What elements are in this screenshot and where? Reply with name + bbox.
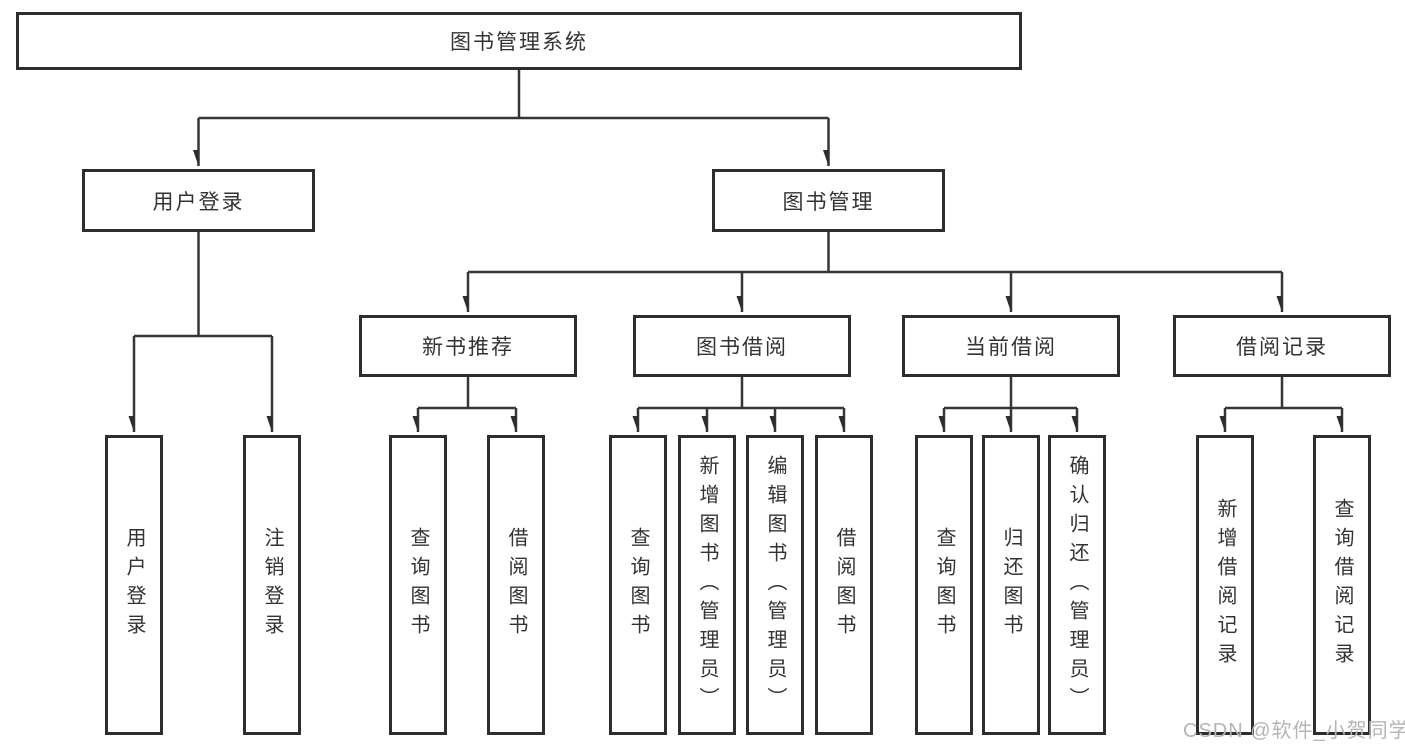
leaf-user-login: 用户登录 bbox=[105, 435, 163, 735]
connector-book-management-to-level3 bbox=[468, 232, 1284, 312]
leaf-borrowing-borrow-books: 借阅图书 bbox=[815, 435, 873, 735]
node-current-borrowing: 当前借阅 bbox=[902, 315, 1120, 377]
node-user-login: 用户登录 bbox=[82, 169, 315, 232]
connector-user-login-to-leaves bbox=[134, 232, 274, 432]
connector-borrowing-records-to-leaves bbox=[1225, 377, 1344, 432]
leaf-recommend-borrow-books: 借阅图书 bbox=[487, 435, 545, 735]
node-book-borrowing: 图书借阅 bbox=[633, 315, 851, 377]
leaf-borrowing-query-books: 查询图书 bbox=[609, 435, 667, 735]
connector-new-book-recommend-to-leaves bbox=[418, 377, 518, 432]
csdn-watermark: CSDN @软件_小贺同学 bbox=[1183, 720, 1405, 742]
leaf-current-query-books: 查询图书 bbox=[915, 435, 973, 735]
connector-book-borrowing-to-leaves bbox=[638, 377, 846, 432]
node-library-management-system: 图书管理系统 bbox=[16, 12, 1022, 70]
connector-current-borrowing-to-leaves bbox=[944, 377, 1079, 432]
leaf-add-book-admin: 新增图书（管理员） bbox=[678, 435, 736, 735]
leaf-add-borrow-record: 新增借阅记录 bbox=[1196, 435, 1254, 735]
node-book-management: 图书管理 bbox=[712, 169, 945, 232]
leaf-edit-book-admin: 编辑图书（管理员） bbox=[746, 435, 804, 735]
node-borrowing-records: 借阅记录 bbox=[1173, 315, 1391, 377]
leaf-logout-login: 注销登录 bbox=[243, 435, 301, 735]
node-new-book-recommend: 新书推荐 bbox=[359, 315, 577, 377]
leaf-query-borrow-record: 查询借阅记录 bbox=[1313, 435, 1371, 735]
leaf-return-book: 归还图书 bbox=[982, 435, 1040, 735]
leaf-recommend-query-books: 查询图书 bbox=[389, 435, 447, 735]
leaf-confirm-return-admin: 确认归还（管理员） bbox=[1048, 435, 1106, 735]
connector-root-to-level2 bbox=[199, 70, 830, 166]
